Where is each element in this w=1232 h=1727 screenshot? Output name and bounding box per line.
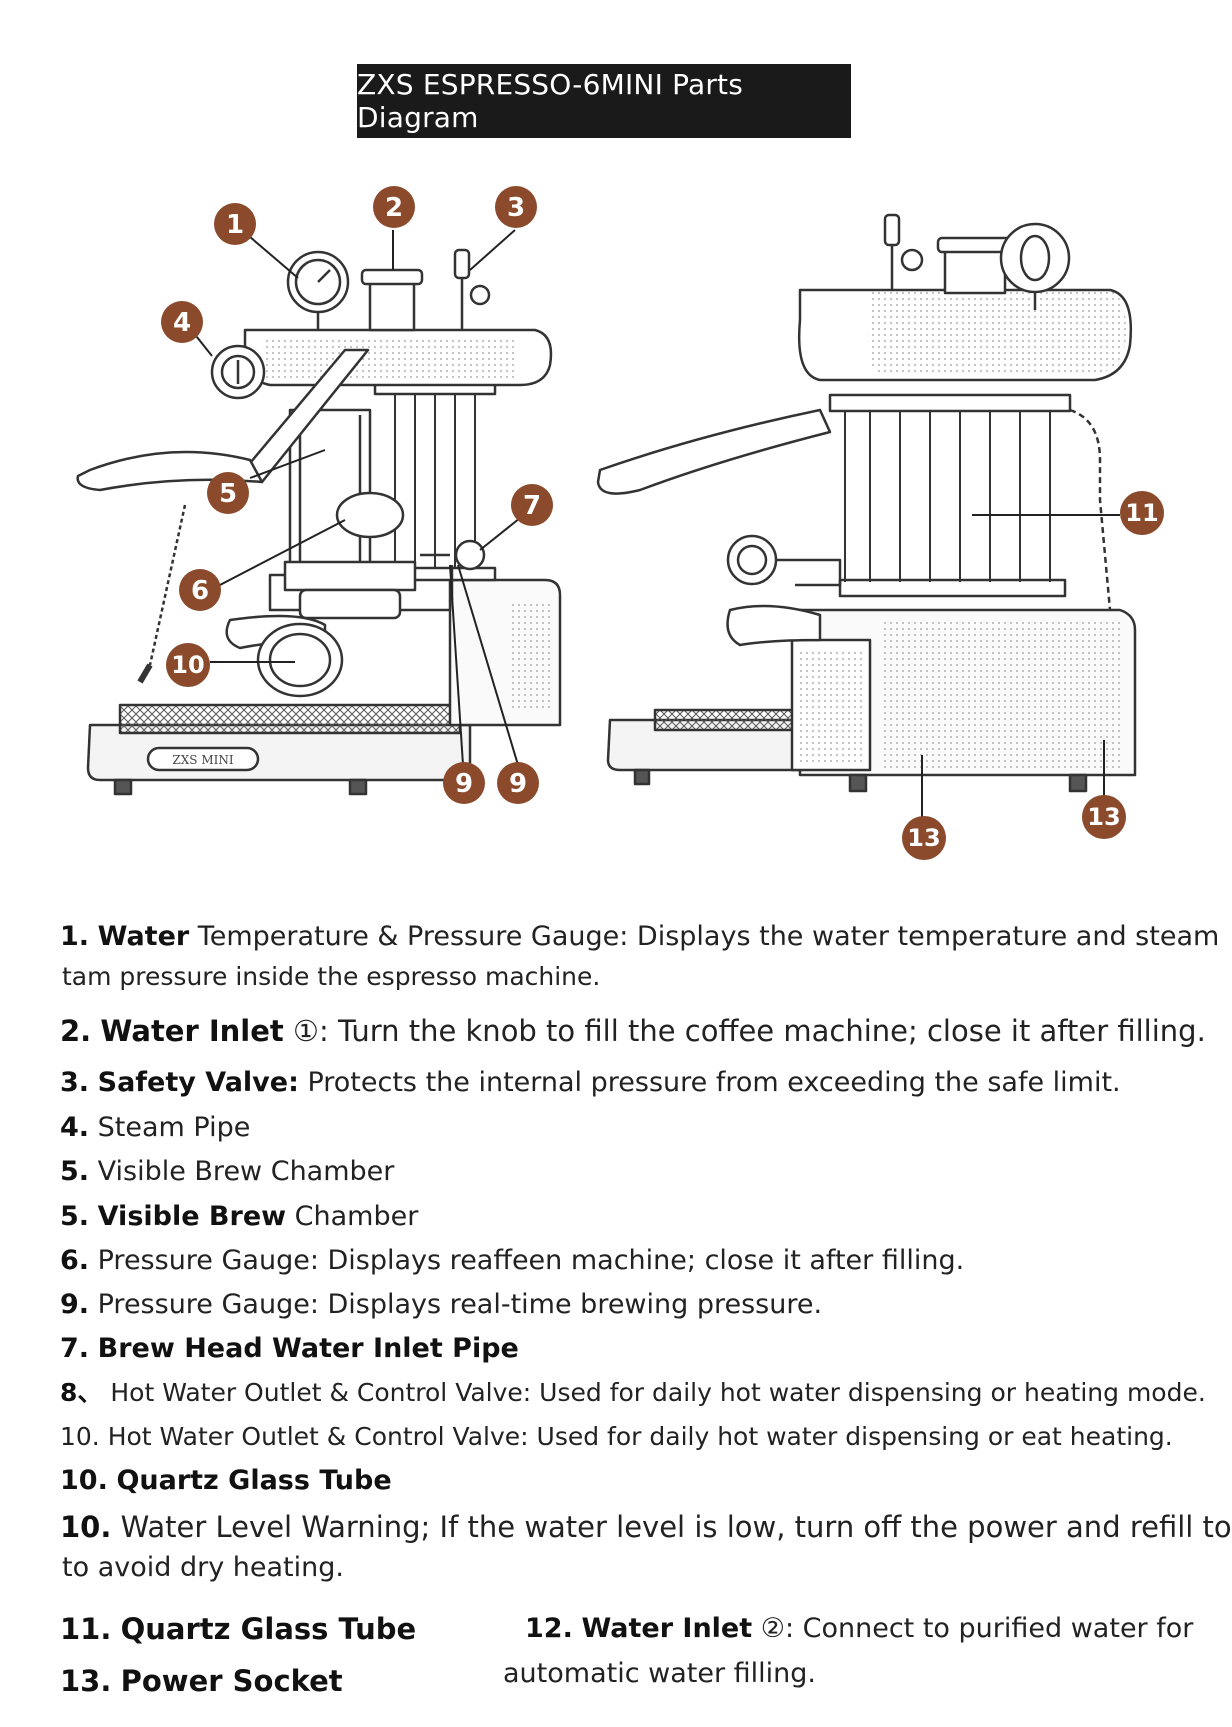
legend-item-5b: 5. Visible Brew Chamber bbox=[60, 1201, 419, 1232]
brand-plate: ZXS MINI bbox=[172, 753, 233, 767]
legend-item-12: 12. Water Inlet ②: Connect to purified w… bbox=[525, 1613, 1194, 1644]
callout-10: 10 bbox=[166, 643, 210, 687]
svg-text:9: 9 bbox=[455, 769, 473, 799]
parts-diagram: ZXS MINI bbox=[0, 170, 1200, 890]
legend-item-10c-cont: to avoid dry heating. bbox=[62, 1552, 344, 1583]
callout-1: 1 bbox=[214, 203, 256, 245]
callout-9a: 9 bbox=[443, 762, 485, 804]
svg-text:7: 7 bbox=[523, 491, 541, 521]
callout-13a: 13 bbox=[902, 816, 946, 860]
svg-text:3: 3 bbox=[507, 193, 525, 223]
page: ZXS ESPRESSO-6MINI Parts Diagram ZXS MIN… bbox=[0, 64, 1232, 1698]
legend-item-13: 13. Power Socket bbox=[60, 1664, 343, 1698]
legend-item-3: 3. Safety Valve: Protects the internal p… bbox=[60, 1067, 1121, 1098]
svg-text:13: 13 bbox=[907, 824, 940, 852]
svg-text:10: 10 bbox=[171, 651, 204, 679]
legend-item-1-cont: tam pressure inside the espresso machine… bbox=[62, 962, 601, 991]
svg-text:11: 11 bbox=[1125, 499, 1158, 527]
svg-text:4: 4 bbox=[173, 308, 191, 338]
legend-item-6: 6. Pressure Gauge: Displays reaffeen mac… bbox=[60, 1245, 965, 1276]
legend-item-10a: 10. Hot Water Outlet & Control Valve: Us… bbox=[60, 1422, 1173, 1451]
legend-item-4: 4. Steam Pipe bbox=[60, 1112, 251, 1143]
callout-9b: 9 bbox=[497, 762, 539, 804]
callout-11: 11 bbox=[1120, 491, 1164, 535]
svg-text:13: 13 bbox=[1087, 803, 1120, 831]
callout-2: 2 bbox=[373, 186, 415, 228]
legend-item-7: 7. Brew Head Water Inlet Pipe bbox=[60, 1333, 519, 1364]
svg-text:2: 2 bbox=[385, 193, 403, 223]
legend-item-10b: 10. Quartz Glass Tube bbox=[60, 1465, 392, 1496]
callout-5: 5 bbox=[207, 472, 249, 514]
svg-text:6: 6 bbox=[191, 576, 209, 606]
legend-item-12-cont: automatic water filling. bbox=[503, 1658, 816, 1689]
legend-item-8: 8、 Hot Water Outlet & Control Valve: Use… bbox=[60, 1378, 1206, 1407]
svg-text:1: 1 bbox=[226, 210, 244, 240]
legend-item-2: 2. Water Inlet ①: Turn the knob to fill … bbox=[60, 1014, 1206, 1048]
callout-3: 3 bbox=[495, 186, 537, 228]
page-title: ZXS ESPRESSO-6MINI Parts Diagram bbox=[357, 64, 851, 138]
callout-7: 7 bbox=[511, 484, 553, 526]
machine-rear-view bbox=[596, 213, 1137, 793]
svg-text:5: 5 bbox=[219, 479, 237, 509]
legend-item-9: 9. Pressure Gauge: Displays real-time br… bbox=[60, 1289, 823, 1320]
callout-6: 6 bbox=[179, 569, 221, 611]
callout-4: 4 bbox=[161, 301, 203, 343]
svg-text:9: 9 bbox=[509, 769, 527, 799]
legend-item-1: 1. Water Temperature & Pressure Gauge: D… bbox=[60, 921, 1220, 952]
machine-front-view: ZXS MINI bbox=[76, 248, 562, 796]
legend-item-10c: 10. Water Level Warning; If the water le… bbox=[60, 1510, 1232, 1544]
legend-item-5: 5. Visible Brew Chamber bbox=[60, 1156, 395, 1187]
callout-13b: 13 bbox=[1082, 795, 1126, 839]
legend-item-11: 11. Quartz Glass Tube bbox=[60, 1612, 417, 1646]
